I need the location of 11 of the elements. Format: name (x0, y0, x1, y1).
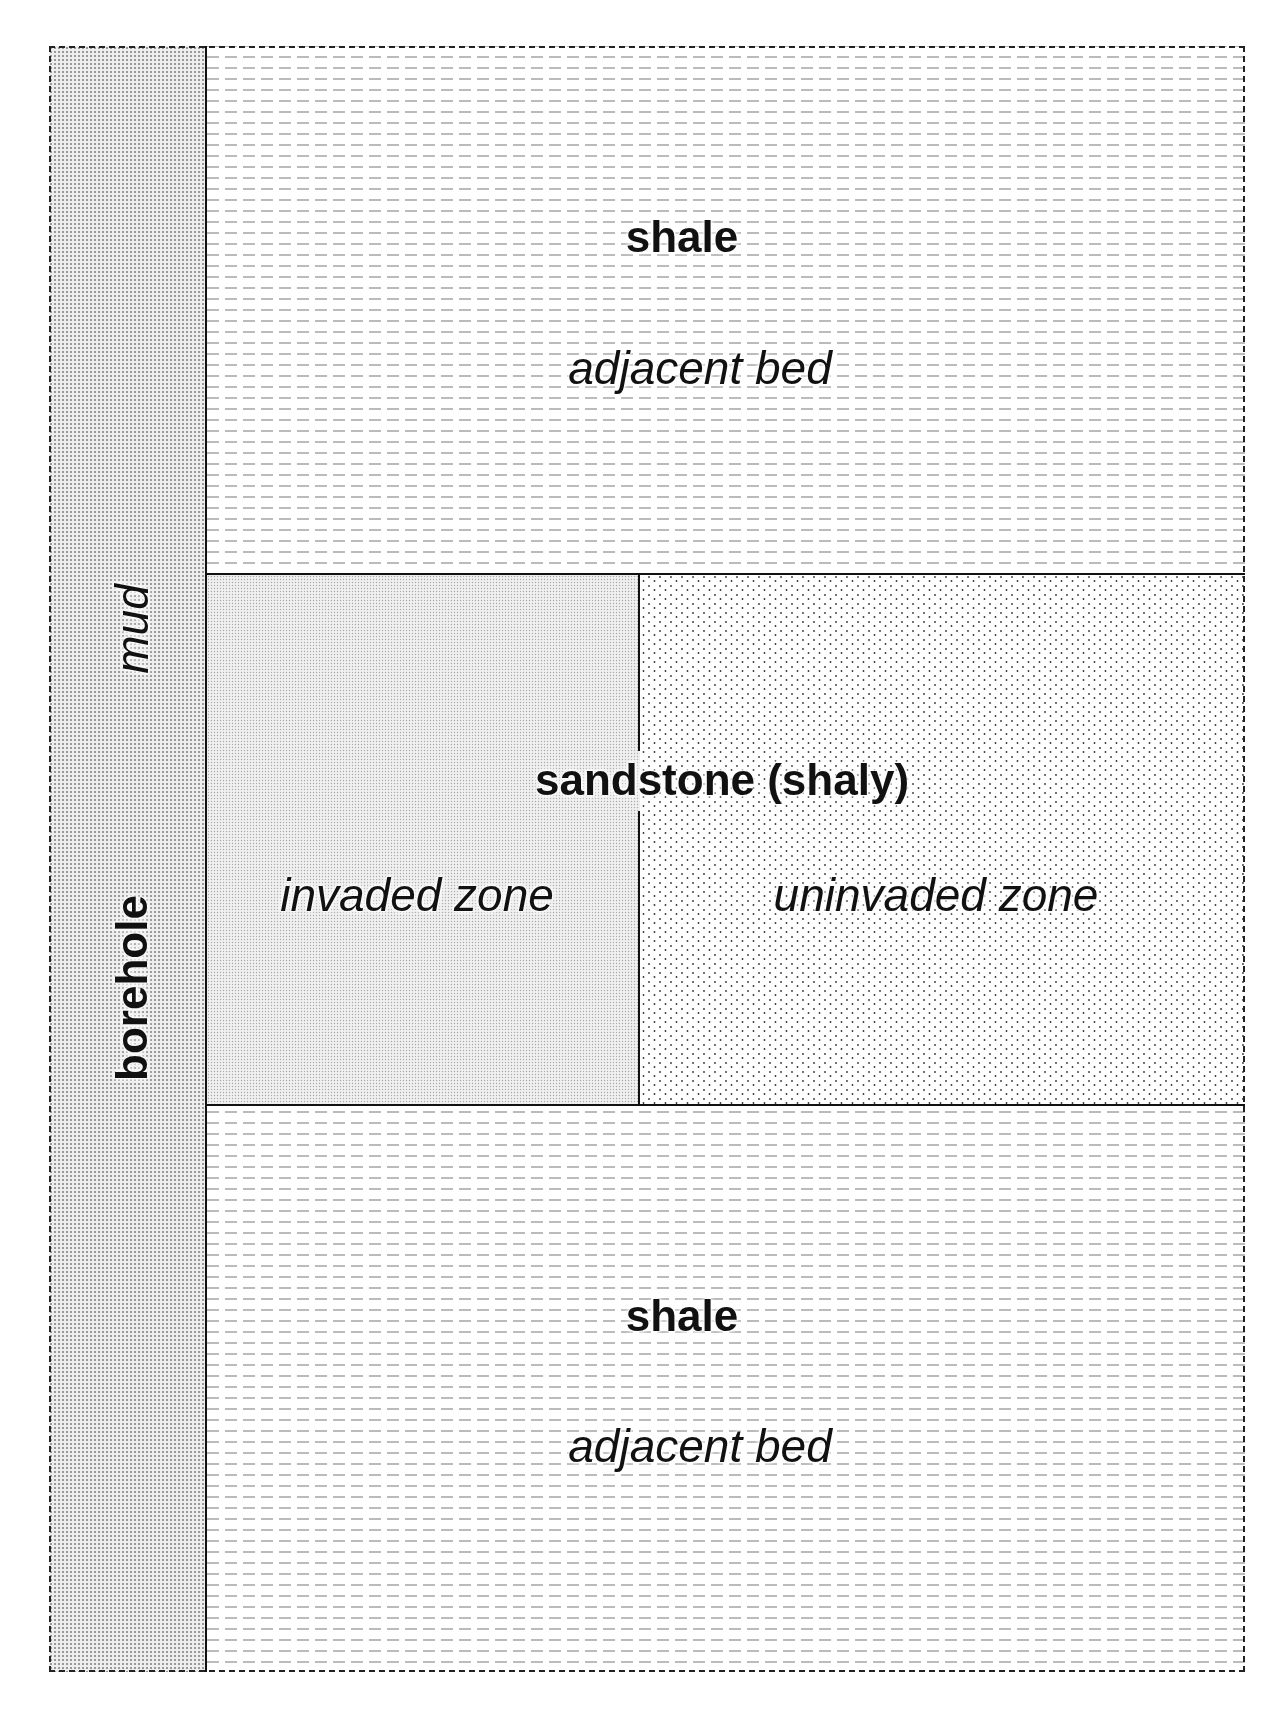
layer-label: shale (625, 1291, 739, 1341)
zone-label: uninvaded zone (773, 868, 1099, 922)
zone-label: invaded zone (280, 868, 554, 922)
layer-label: sandstone (shaly) (534, 755, 910, 805)
layer-label: shale (625, 212, 739, 262)
borehole-column (49, 46, 207, 1672)
layer-label: adjacent bed (568, 1419, 832, 1473)
sandstone-layer (207, 573, 1245, 1106)
rotated-label: borehole (106, 894, 157, 1083)
rotated-label: mud (105, 582, 159, 676)
layer-label: adjacent bed (568, 341, 832, 395)
